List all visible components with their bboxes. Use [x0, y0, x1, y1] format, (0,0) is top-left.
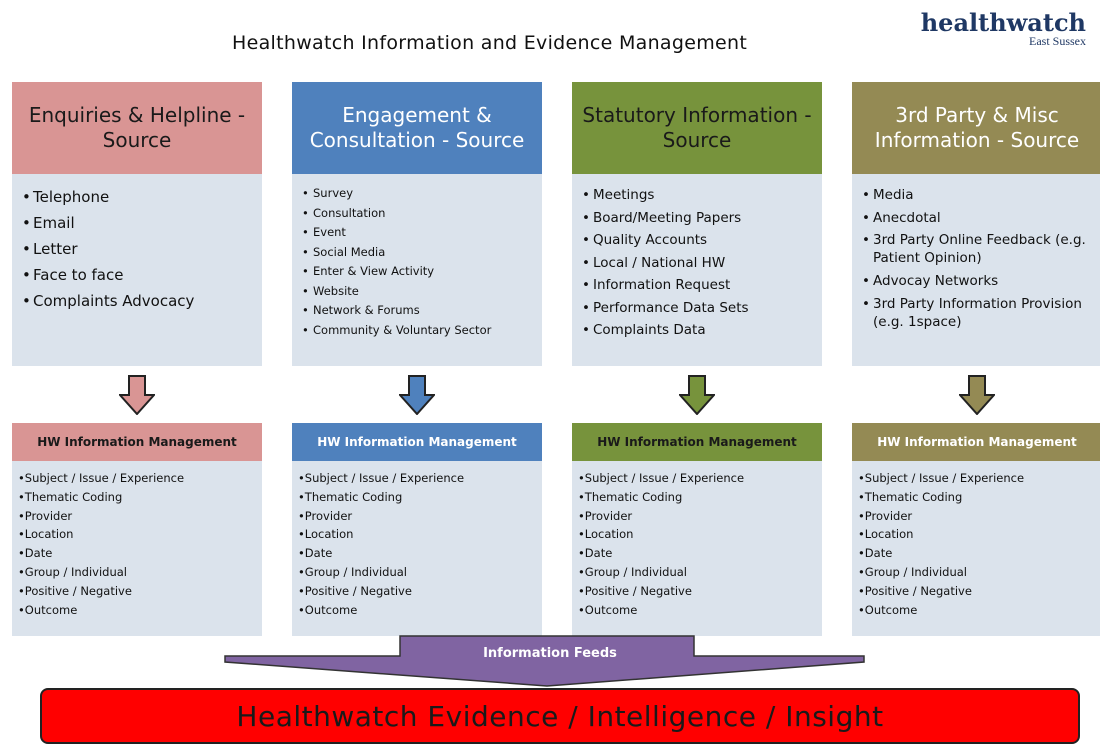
information-feeds-label: Information Feeds: [483, 646, 617, 661]
list-item: Outcome: [858, 601, 1096, 620]
list-item: Location: [18, 525, 256, 544]
source-list-third-party: Media Anecdotal 3rd Party Online Feedbac…: [852, 174, 1100, 366]
list-item: Group / Individual: [18, 563, 256, 582]
list-item: Website: [302, 282, 532, 302]
list-item: Outcome: [298, 601, 536, 620]
list-item: Outcome: [578, 601, 816, 620]
list-item: Provider: [18, 507, 256, 526]
list-item: Anecdotal: [862, 207, 1092, 230]
info-management-header: HW Information Management: [572, 423, 822, 461]
list-item: Location: [578, 525, 816, 544]
info-management-header: HW Information Management: [292, 423, 542, 461]
list-item: Local / National HW: [582, 252, 812, 275]
info-management-header: HW Information Management: [852, 423, 1100, 461]
list-item: Survey: [302, 184, 532, 204]
down-arrow-icon: [679, 375, 715, 415]
list-item: Thematic Coding: [18, 488, 256, 507]
list-item: Media: [862, 184, 1092, 207]
list-item: Provider: [858, 507, 1096, 526]
list-item: Group / Individual: [578, 563, 816, 582]
evidence-banner: Healthwatch Evidence / Intelligence / In…: [40, 688, 1080, 744]
list-item: Subject / Issue / Experience: [858, 469, 1096, 488]
list-item: Positive / Negative: [858, 582, 1096, 601]
list-item: Social Media: [302, 243, 532, 263]
list-item: Consultation: [302, 204, 532, 224]
list-item: Thematic Coding: [298, 488, 536, 507]
source-list-enquiries: Telephone Email Letter Face to face Comp…: [12, 174, 262, 366]
list-item: Subject / Issue / Experience: [298, 469, 536, 488]
source-list-statutory: Meetings Board/Meeting Papers Quality Ac…: [572, 174, 822, 366]
list-item: Telephone: [22, 184, 252, 210]
logo-wordmark: healthwatch: [920, 8, 1086, 37]
list-item: Network & Forums: [302, 301, 532, 321]
info-management-header: HW Information Management: [12, 423, 262, 461]
list-item: Positive / Negative: [18, 582, 256, 601]
logo-region: East Sussex: [1029, 34, 1086, 48]
source-header-third-party: 3rd Party & Misc Information - Source: [852, 82, 1100, 174]
list-item: Enter & View Activity: [302, 262, 532, 282]
source-header-enquiries: Enquiries & Helpline - Source: [12, 82, 262, 174]
list-item: Positive / Negative: [578, 582, 816, 601]
list-item: Email: [22, 210, 252, 236]
list-item: Provider: [578, 507, 816, 526]
list-item: 3rd Party Online Feedback (e.g. Patient …: [862, 229, 1092, 270]
healthwatch-logo: healthwatch East Sussex: [921, 10, 1086, 49]
list-item: Letter: [22, 236, 252, 262]
list-item: Subject / Issue / Experience: [18, 469, 256, 488]
list-item: Board/Meeting Papers: [582, 207, 812, 230]
list-item: Date: [858, 544, 1096, 563]
page-title: Healthwatch Information and Evidence Man…: [232, 32, 748, 54]
list-item: Quality Accounts: [582, 229, 812, 252]
list-item: Meetings: [582, 184, 812, 207]
list-item: Advocay Networks: [862, 270, 1092, 293]
list-item: Event: [302, 223, 532, 243]
list-item: Group / Individual: [858, 563, 1096, 582]
info-management-list: Subject / Issue / Experience Thematic Co…: [12, 461, 262, 636]
list-item: Community & Voluntary Sector: [302, 321, 532, 341]
down-arrow-icon: [959, 375, 995, 415]
list-item: Thematic Coding: [578, 488, 816, 507]
source-header-engagement: Engagement & Consultation - Source: [292, 82, 542, 174]
list-item: Subject / Issue / Experience: [578, 469, 816, 488]
list-item: Date: [18, 544, 256, 563]
list-item: Provider: [298, 507, 536, 526]
list-item: Outcome: [18, 601, 256, 620]
list-item: Face to face: [22, 262, 252, 288]
list-item: Information Request: [582, 274, 812, 297]
list-item: 3rd Party Information Provision (e.g. 1s…: [862, 293, 1092, 334]
list-item: Performance Data Sets: [582, 297, 812, 320]
info-management-list: Subject / Issue / Experience Thematic Co…: [852, 461, 1100, 636]
list-item: Date: [578, 544, 816, 563]
down-arrow-icon: [399, 375, 435, 415]
info-management-list: Subject / Issue / Experience Thematic Co…: [572, 461, 822, 636]
list-item: Location: [298, 525, 536, 544]
list-item: Group / Individual: [298, 563, 536, 582]
down-arrow-icon: [119, 375, 155, 415]
list-item: Thematic Coding: [858, 488, 1096, 507]
list-item: Date: [298, 544, 536, 563]
list-item: Location: [858, 525, 1096, 544]
source-list-engagement: Survey Consultation Event Social Media E…: [292, 174, 542, 366]
list-item: Complaints Advocacy: [22, 288, 252, 314]
list-item: Positive / Negative: [298, 582, 536, 601]
list-item: Complaints Data: [582, 319, 812, 342]
source-header-statutory: Statutory Information - Source: [572, 82, 822, 174]
info-management-list: Subject / Issue / Experience Thematic Co…: [292, 461, 542, 636]
